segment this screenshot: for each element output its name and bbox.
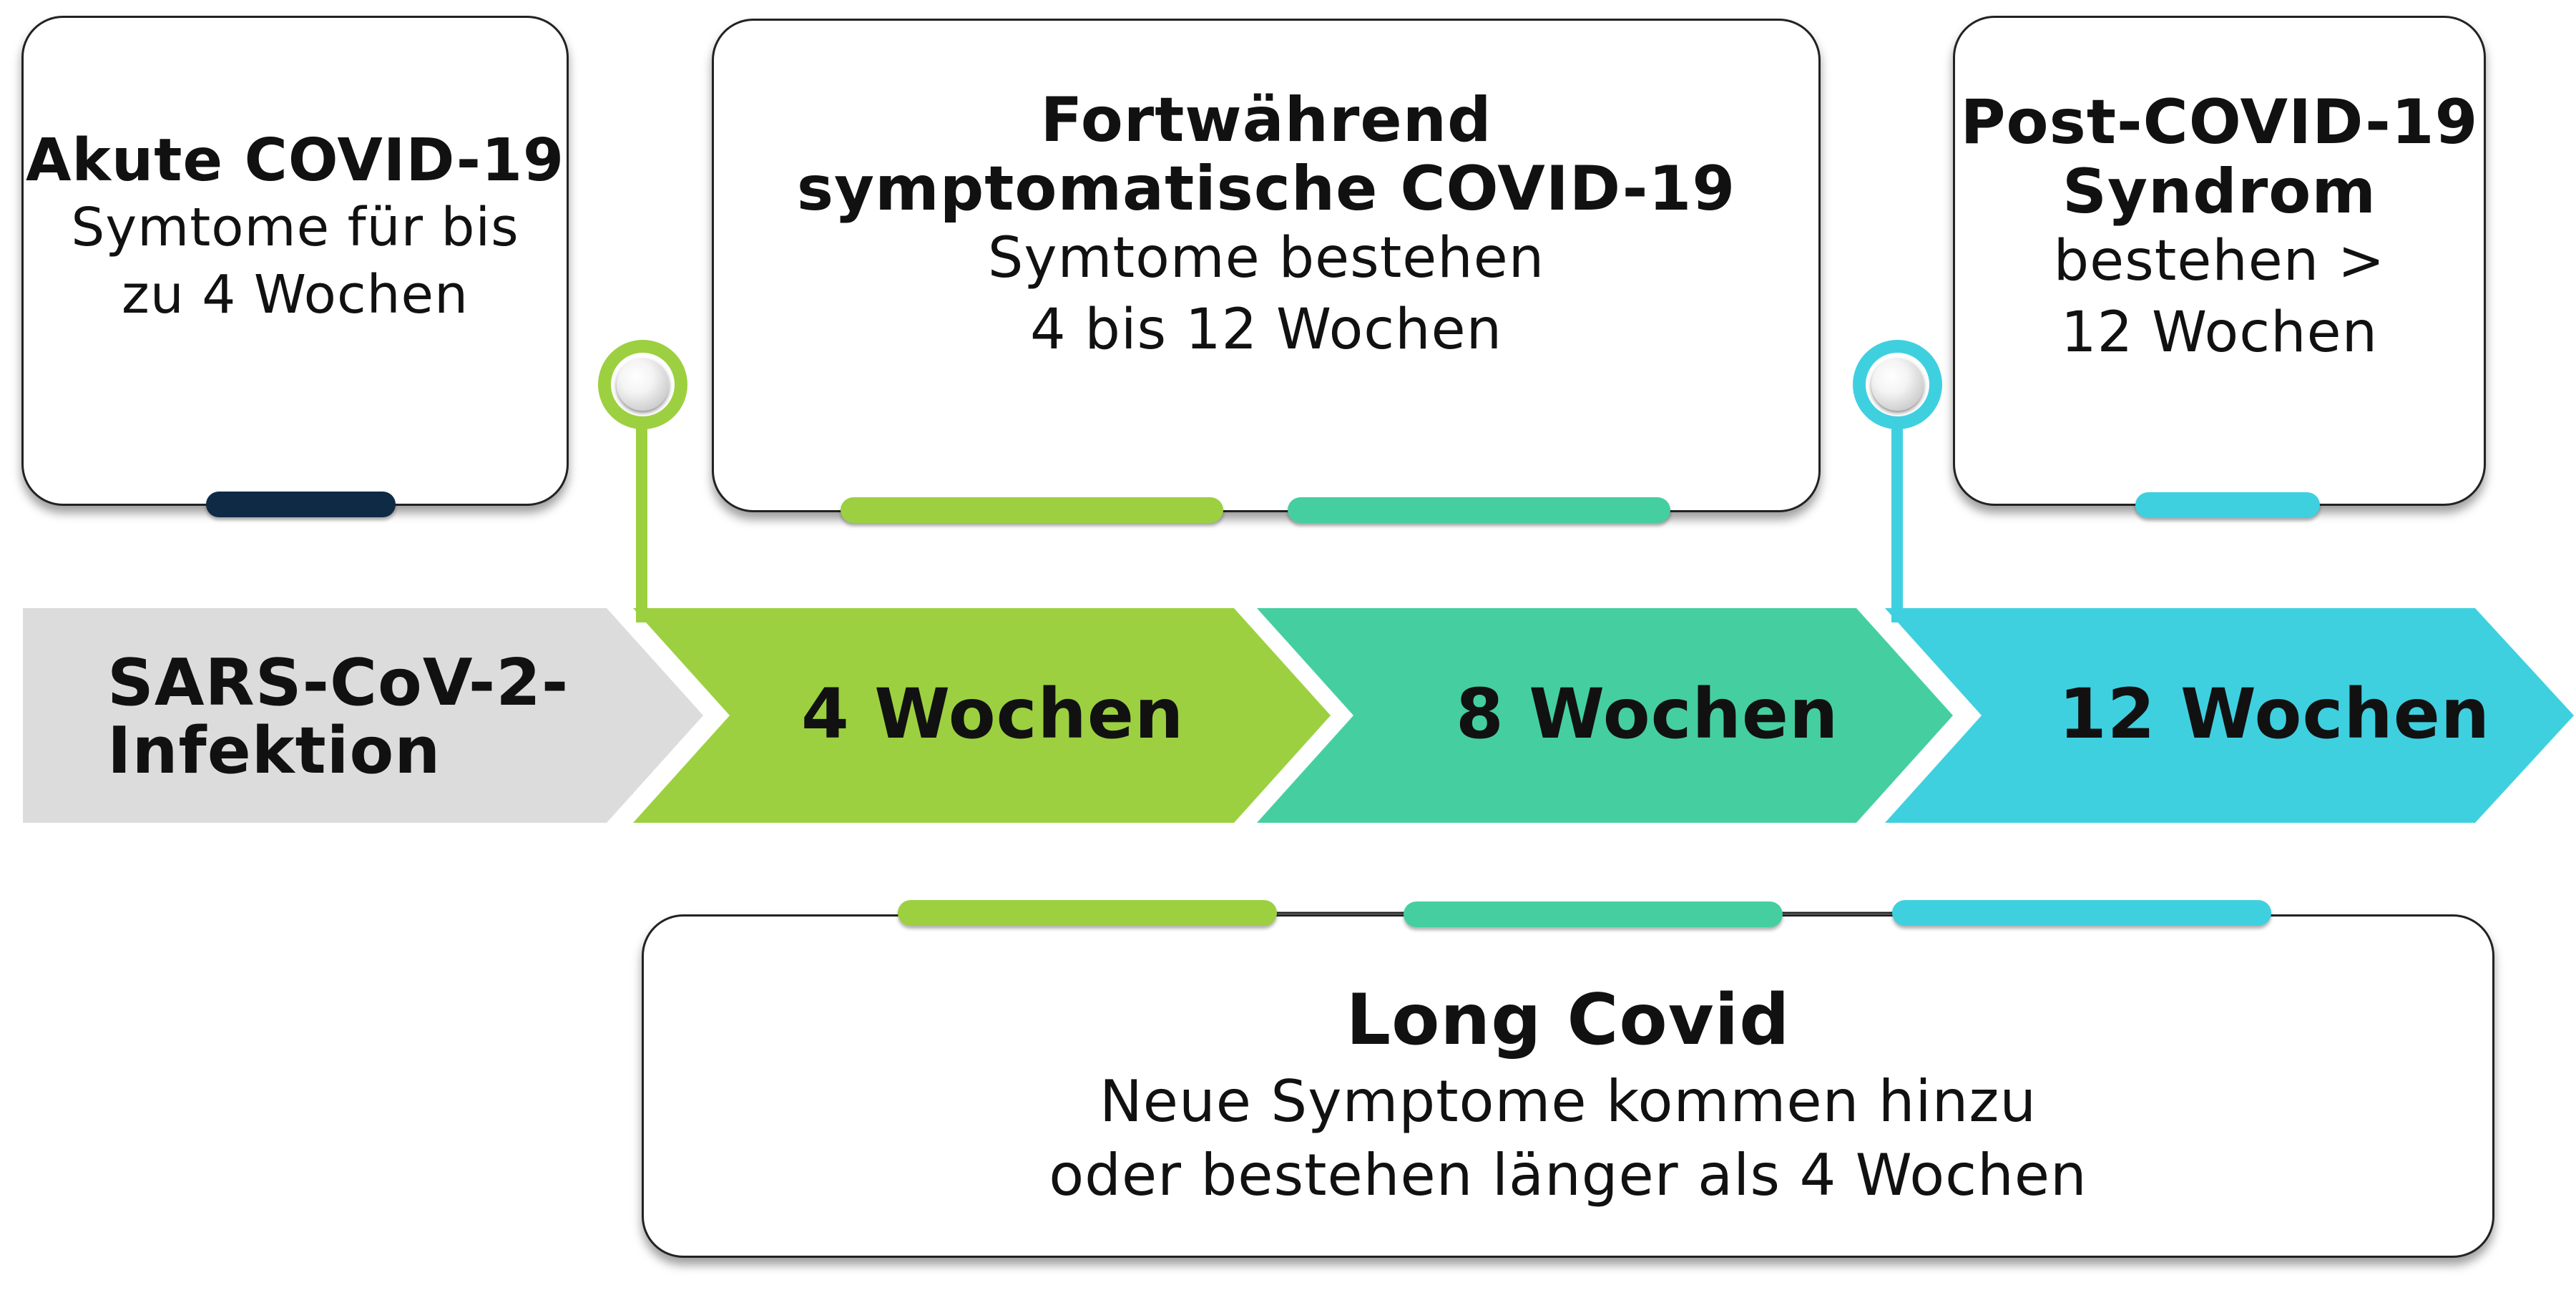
acute-covid-body-line-2: zu 4 Wochen [121, 264, 469, 326]
long-covid-bar-green [898, 900, 1277, 926]
acute-covid-bar [206, 492, 396, 517]
post-covid-body-line-2: 12 Wochen [2060, 300, 2379, 365]
arrow-week4 [633, 608, 1331, 823]
ongoing-covid-bar-teal [1288, 497, 1670, 523]
ongoing-covid-bar-green [841, 497, 1223, 523]
post-covid-title: Post-COVID-19 Syndrom [1961, 88, 2479, 226]
ongoing-covid-body-line-2: 4 bis 12 Wochen [1029, 298, 1503, 363]
knob-week4 [617, 358, 669, 411]
ongoing-covid-body: Symtome bestehen 4 bis 12 Wochen [988, 223, 1544, 366]
knob-week12 [1871, 358, 1924, 411]
ongoing-covid-box: Fortwährend symptomatische COVID-19 Symt… [712, 19, 1821, 512]
post-covid-box: Post-COVID-19 Syndrom bestehen > 12 Woch… [1953, 16, 2486, 506]
arrow-week12 [1885, 608, 2574, 823]
post-covid-title-line-2: Syndrom [2062, 155, 2376, 228]
ongoing-covid-body-line-1: Symtome bestehen [987, 226, 1545, 291]
week12-label: 12 Wochen [2059, 674, 2491, 754]
infection-label-line-1: SARS-CoV-2- [107, 645, 569, 720]
week8-label: 8 Wochen [1456, 674, 1839, 754]
long-covid-body: Neue Symptome kommen hinzu oder bestehen… [1049, 1065, 2087, 1212]
long-covid-body-line-2: oder bestehen länger als 4 Wochen [1049, 1141, 2087, 1208]
acute-covid-body: Symtome für bis zu 4 Wochen [71, 194, 519, 329]
long-covid-bar-teal [1404, 901, 1783, 927]
post-covid-body: bestehen > 12 Wochen [2054, 226, 2386, 369]
post-covid-title-line-1: Post-COVID-19 [1960, 87, 2479, 159]
week4-label: 4 Wochen [801, 674, 1185, 754]
acute-covid-body-line-1: Symtome für bis [71, 196, 519, 258]
long-covid-box: Long Covid Neue Symptome kommen hinzu od… [642, 914, 2494, 1258]
long-covid-title: Long Covid [1346, 979, 1791, 1061]
connector-week4 [636, 422, 715, 622]
arrow-infection [23, 608, 703, 823]
long-covid-bar-cyan [1892, 900, 2271, 926]
infection-label-line-2: Infektion [107, 713, 441, 788]
post-covid-bar [2135, 492, 2320, 518]
post-covid-body-line-1: bestehen > [2053, 228, 2386, 293]
connector-week12 [1891, 422, 1974, 622]
arrow-week8 [1257, 608, 1953, 823]
infection-label: SARS-CoV-2- Infektion [107, 645, 569, 788]
ongoing-covid-title: Fortwährend symptomatische COVID-19 [797, 86, 1735, 224]
long-covid-body-line-1: Neue Symptome kommen hinzu [1099, 1068, 2037, 1135]
acute-covid-box: Akute COVID-19 Symtome für bis zu 4 Woch… [21, 16, 569, 506]
ongoing-covid-title-line-2: symptomatische COVID-19 [796, 153, 1736, 225]
ongoing-covid-title-line-1: Fortwährend [1040, 84, 1492, 156]
acute-covid-title: Akute COVID-19 [25, 126, 565, 195]
